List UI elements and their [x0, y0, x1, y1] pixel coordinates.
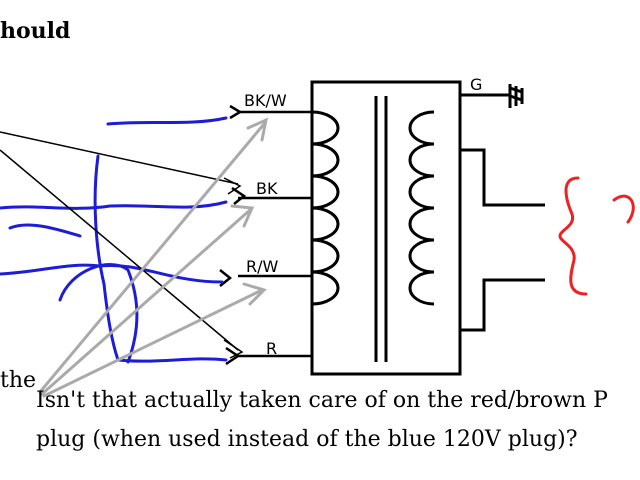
wire-6	[8, 223, 82, 238]
wire-2	[0, 200, 228, 210]
gray-arrows	[38, 117, 269, 398]
terminal-label-r: R	[266, 339, 277, 358]
transformer	[310, 80, 545, 376]
wire-5	[58, 263, 139, 364]
terminal-label-rw: R/W	[246, 257, 279, 276]
blue-wires	[0, 116, 228, 364]
ground-label: G	[470, 75, 482, 94]
output-lead-bottom	[460, 278, 545, 332]
transformer-frame	[310, 80, 462, 376]
terminal-label-bkw: BK/W	[244, 91, 287, 110]
terminal-label-bk: BK	[256, 179, 278, 198]
side-text-fragment: the	[0, 368, 37, 393]
note-line-2: plug (when used instead of the blue 120V…	[36, 427, 578, 452]
ground-symbol	[508, 84, 524, 108]
red-brace	[558, 176, 635, 296]
secondary-coil	[408, 110, 435, 306]
wire-4	[93, 154, 228, 363]
wire-3	[0, 263, 224, 284]
top-text-fragment: hould	[0, 18, 71, 44]
output-lead-top	[460, 148, 545, 207]
wire-1	[106, 116, 228, 126]
black-annotation-lines	[0, 131, 244, 359]
note-line-1: Isn't that actually taken care of on the…	[36, 388, 608, 413]
primary-coil	[311, 110, 340, 306]
terminal-leads	[219, 104, 312, 366]
